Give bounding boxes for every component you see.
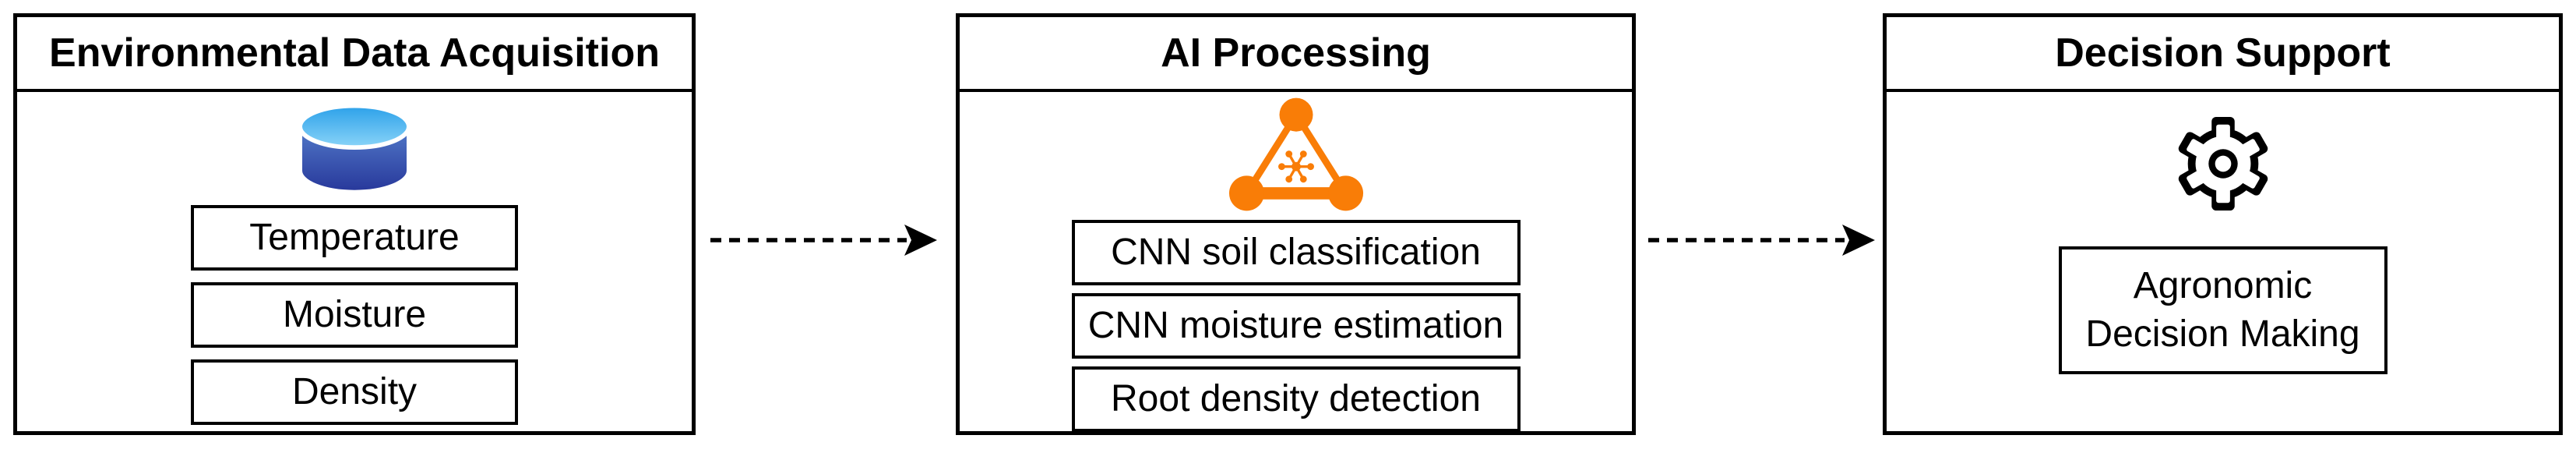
item-density: Density (191, 359, 518, 425)
arrowhead (1842, 225, 1875, 256)
arrowhead (904, 225, 937, 256)
panel-body-environmental-data-acquisition: Temperature Moisture Density (17, 92, 692, 431)
panel-environmental-data-acquisition: Environmental Data Acquisition Tem (13, 13, 696, 435)
gear-icon (2178, 116, 2268, 211)
panel-body-decision-support: Agronomic Decision Making (1887, 92, 2559, 431)
item-cnn-moisture-estimation-label: CNN moisture estimation (1087, 304, 1504, 346)
panel-body-ai-processing: CNN soil classification CNN moisture est… (960, 92, 1632, 432)
item-agronomic-decision-making: Agronomic Decision Making (2058, 246, 2387, 374)
database-cylinder-top (298, 103, 411, 150)
item-density-label: Density (291, 370, 418, 412)
panel-title-decision-support: Decision Support (1887, 17, 2559, 92)
gear-hub-hole (2215, 155, 2231, 172)
item-cnn-soil-classification: CNN soil classification (1071, 220, 1521, 285)
network-node-top (1278, 97, 1313, 132)
item-moisture-label: Moisture (282, 293, 427, 335)
network-node-left (1228, 175, 1264, 211)
flow-arrow-ai-to-decision (1648, 225, 1875, 256)
panel-decision-support: Decision Support (1883, 13, 2563, 435)
item-cnn-moisture-estimation: CNN moisture estimation (1071, 293, 1521, 359)
neural-network-icon (1228, 97, 1363, 211)
network-hub-dots (1277, 150, 1314, 183)
flow-arrow-acquisition-to-ai (710, 225, 937, 256)
item-agronomic-decision-making-label: Agronomic Decision Making (2085, 264, 2360, 355)
item-root-density-detection-label: Root density detection (1111, 377, 1481, 419)
item-root-density-detection: Root density detection (1071, 366, 1521, 432)
item-moisture: Moisture (191, 282, 518, 348)
item-temperature-label: Temperature (249, 216, 460, 258)
panel-ai-processing: AI Processing (956, 13, 1636, 435)
panel-title-environmental-data-acquisition: Environmental Data Acquisition (17, 17, 692, 92)
network-node-right (1327, 175, 1363, 211)
item-temperature: Temperature (191, 205, 518, 271)
item-cnn-soil-classification-label: CNN soil classification (1111, 231, 1481, 273)
database-icon (298, 103, 411, 195)
panel-title-ai-processing: AI Processing (960, 17, 1632, 92)
